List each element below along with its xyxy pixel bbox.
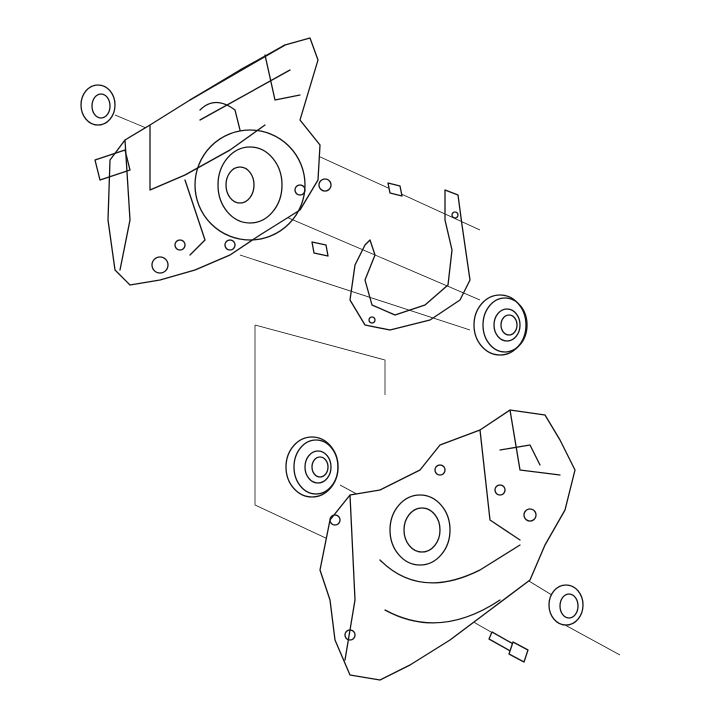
crankcase-upper-half: [94, 37, 332, 286]
oil-seal-right: [548, 584, 584, 626]
oil-seal-left: [80, 84, 116, 126]
dowel-pin: [387, 182, 403, 197]
ball-bearing-right: [473, 294, 528, 356]
gasket: [349, 189, 471, 331]
screw: [488, 631, 529, 663]
ball-bearing-left: [285, 436, 339, 498]
dowel-pin: [311, 241, 329, 257]
crankcase-lower-half: [319, 409, 576, 681]
